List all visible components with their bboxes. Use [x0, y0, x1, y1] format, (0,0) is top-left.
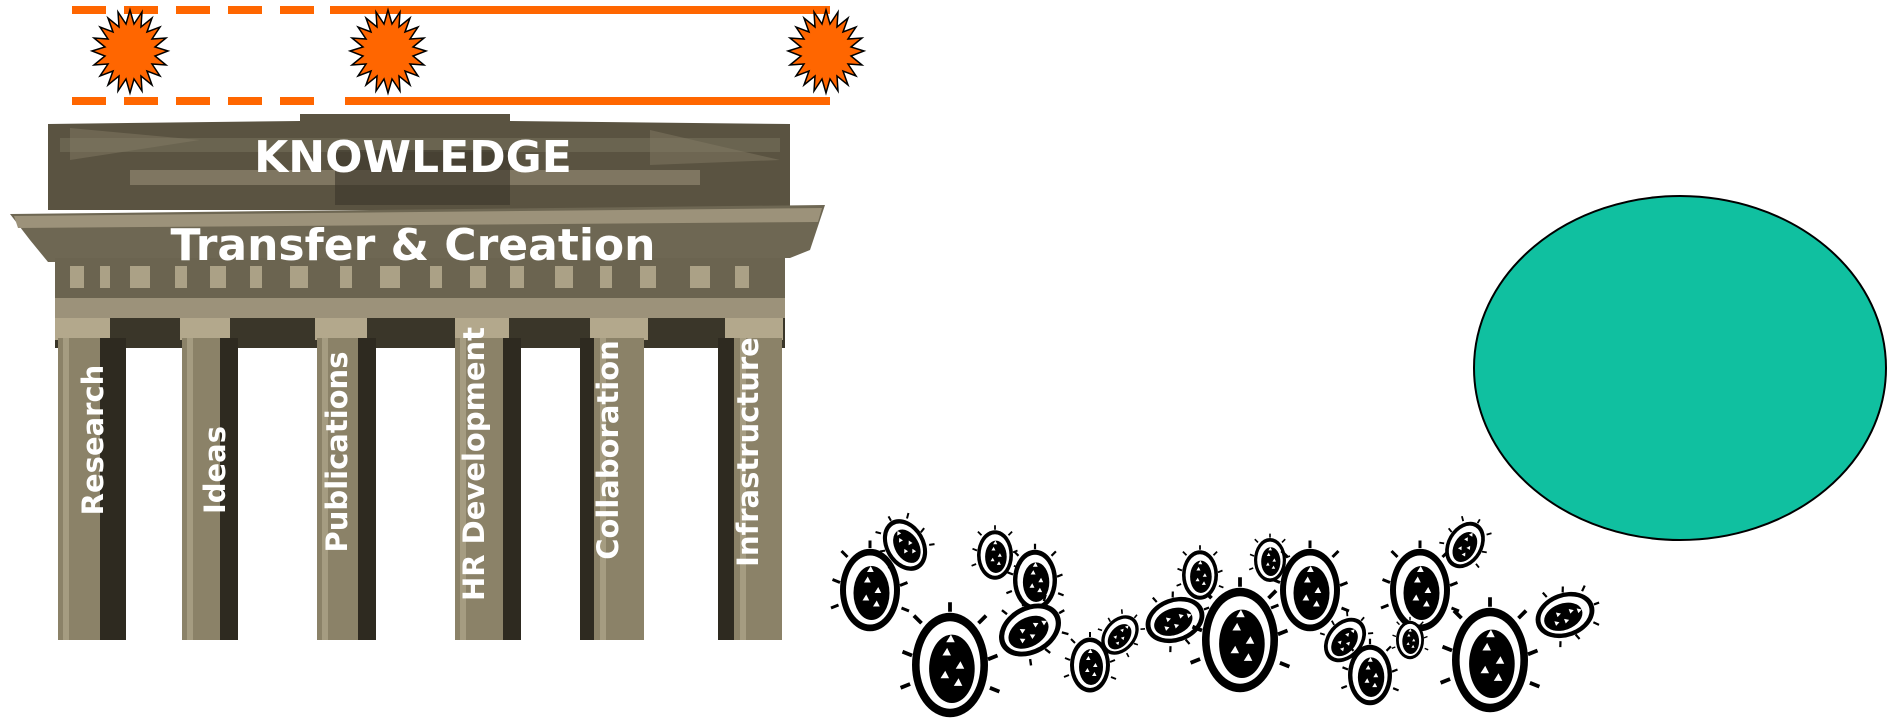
pillar-label-infrastructure: Infrastructure: [731, 337, 765, 567]
title-label: KNOWLEDGE: [254, 132, 572, 183]
architrave: [55, 298, 785, 320]
subtitle-label: Transfer & Creation: [171, 220, 656, 271]
sun-icon: [350, 10, 426, 93]
teal-ellipse: [1474, 196, 1886, 540]
sun-icon: [788, 10, 864, 93]
pillar-label-collaboration: Collaboration: [591, 340, 625, 560]
pillar-label-research: Research: [76, 365, 110, 516]
cactus-cluster-illustration: [831, 503, 1609, 717]
pillar-label-hr-development: HR Development: [457, 327, 491, 601]
architrave-shadow: [55, 318, 785, 348]
orange-frame: [72, 10, 830, 101]
sun-icon: [92, 10, 168, 93]
pillar-label-ideas: Ideas: [198, 426, 232, 514]
columns: [55, 318, 783, 640]
pillar-label-publications: Publications: [320, 352, 354, 553]
temple-illustration: KNOWLEDGE Transfer & Creation Research I…: [10, 114, 825, 640]
